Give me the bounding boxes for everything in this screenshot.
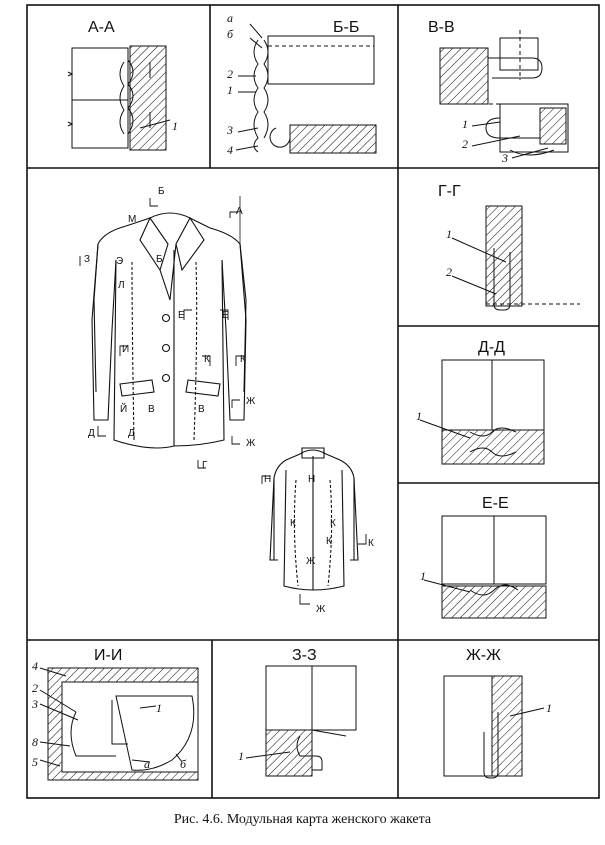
section-zhzh-label-1: 1	[546, 701, 552, 715]
section-ii-label-8: 8	[32, 735, 38, 749]
section-ee-label-1: 1	[420, 569, 426, 583]
back-mark-k-2: К	[330, 518, 336, 529]
back-mark-k-1: К	[290, 518, 296, 529]
front-mark-d-left: Д	[88, 428, 95, 439]
front-mark-b-top: Б	[158, 186, 165, 197]
section-zz-panel: З-З 1	[238, 647, 357, 777]
section-ii-title: И-И	[94, 647, 122, 664]
section-zhzh-panel: Ж-Ж 1	[443, 647, 552, 779]
section-vv-label-1: 1	[462, 117, 468, 131]
jacket-front-figure	[91, 196, 247, 449]
grid-frame	[26, 4, 600, 799]
section-aa-panel: А-А 1	[67, 19, 178, 151]
section-ii-label-b: б	[180, 757, 187, 771]
front-mark-zh-top: Ж	[246, 396, 256, 407]
section-ee-panel: Е-Е 1	[420, 495, 547, 619]
section-vv-label-2: 2	[462, 137, 468, 151]
back-mark-zh-2: Ж	[316, 604, 326, 615]
section-zhzh-title: Ж-Ж	[466, 647, 501, 664]
front-mark-a: А	[236, 206, 243, 217]
section-gg-title: Г-Г	[438, 183, 461, 200]
front-mark-e-right: Е	[222, 310, 229, 321]
section-gg-label-2: 2	[446, 265, 452, 279]
section-vv-title: В-В	[428, 19, 455, 36]
section-gg-label-1: 1	[446, 227, 452, 241]
front-mark-i: И	[122, 344, 129, 355]
section-vv-label-3: 3	[501, 151, 508, 165]
back-mark-zh-1: Ж	[306, 556, 316, 567]
front-mark-z: З	[84, 254, 90, 265]
section-ii-label-2: 2	[32, 681, 38, 695]
back-mark-k-4: К	[368, 538, 374, 549]
section-zz-label-1: 1	[238, 749, 244, 763]
section-ii-label-5: 5	[32, 755, 38, 769]
section-ii-label-a: а	[144, 757, 150, 771]
section-bb-label-1: 1	[227, 83, 233, 97]
section-ii-label-3: 3	[31, 697, 38, 711]
front-mark-zh-bottom: Ж	[246, 438, 256, 449]
section-gg-panel: Г-Г 1 2	[438, 183, 580, 311]
section-ii-panel: И-И 4 2 3 8 5 1 а б	[31, 647, 199, 781]
front-mark-d-right: Д	[128, 428, 135, 439]
section-aa-label-1: 1	[172, 119, 178, 133]
back-mark-n-left: Н	[264, 474, 271, 485]
section-dd-panel: Д-Д 1	[416, 339, 545, 465]
cut-line-markers	[79, 198, 367, 605]
figure-caption: Рис. 4.6. Модульная карта женского жакет…	[173, 812, 432, 827]
front-mark-y: Й	[120, 402, 127, 415]
section-ii-label-1: 1	[156, 701, 162, 715]
front-mark-v-left: В	[148, 404, 155, 415]
section-bb-label-b: б	[227, 27, 234, 41]
front-mark-k-right: К	[240, 354, 246, 365]
section-bb-label-2: 2	[227, 67, 233, 81]
section-vv-panel: В-В 1 2 3	[428, 19, 569, 165]
section-dd-title: Д-Д	[478, 339, 505, 356]
back-section-markers: Н Н К К К К Ж Ж	[264, 474, 374, 615]
section-bb-label-3: 3	[226, 123, 233, 137]
back-mark-k-3: К	[326, 536, 332, 547]
section-bb-label-4: 4	[227, 143, 233, 157]
front-mark-e-small: Э	[116, 256, 123, 267]
section-aa-title: А-А	[88, 19, 115, 36]
section-bb-title: Б-Б	[333, 19, 359, 36]
section-zz-title: З-З	[292, 647, 317, 664]
front-mark-e-left: Е	[178, 310, 185, 321]
section-ee-title: Е-Е	[482, 495, 509, 512]
front-section-markers: Б А М З Э Б Л Е Е И К К Й В В Д Д Ж Ж Г	[84, 186, 256, 471]
front-mark-l: Л	[118, 280, 125, 291]
front-mark-m: М	[128, 214, 136, 225]
front-mark-g: Г	[202, 460, 208, 471]
jacket-back-figure	[269, 447, 359, 591]
section-bb-label-a: а	[227, 11, 233, 25]
front-mark-k-left: К	[204, 354, 210, 365]
section-bb-panel: Б-Б а б 2 1 3 4	[226, 11, 377, 157]
front-mark-v-right: В	[198, 404, 205, 415]
front-mark-b-mid: Б	[156, 254, 163, 265]
back-mark-n-right: Н	[308, 474, 315, 485]
section-dd-label-1: 1	[416, 409, 422, 423]
section-ii-label-4: 4	[32, 659, 38, 673]
